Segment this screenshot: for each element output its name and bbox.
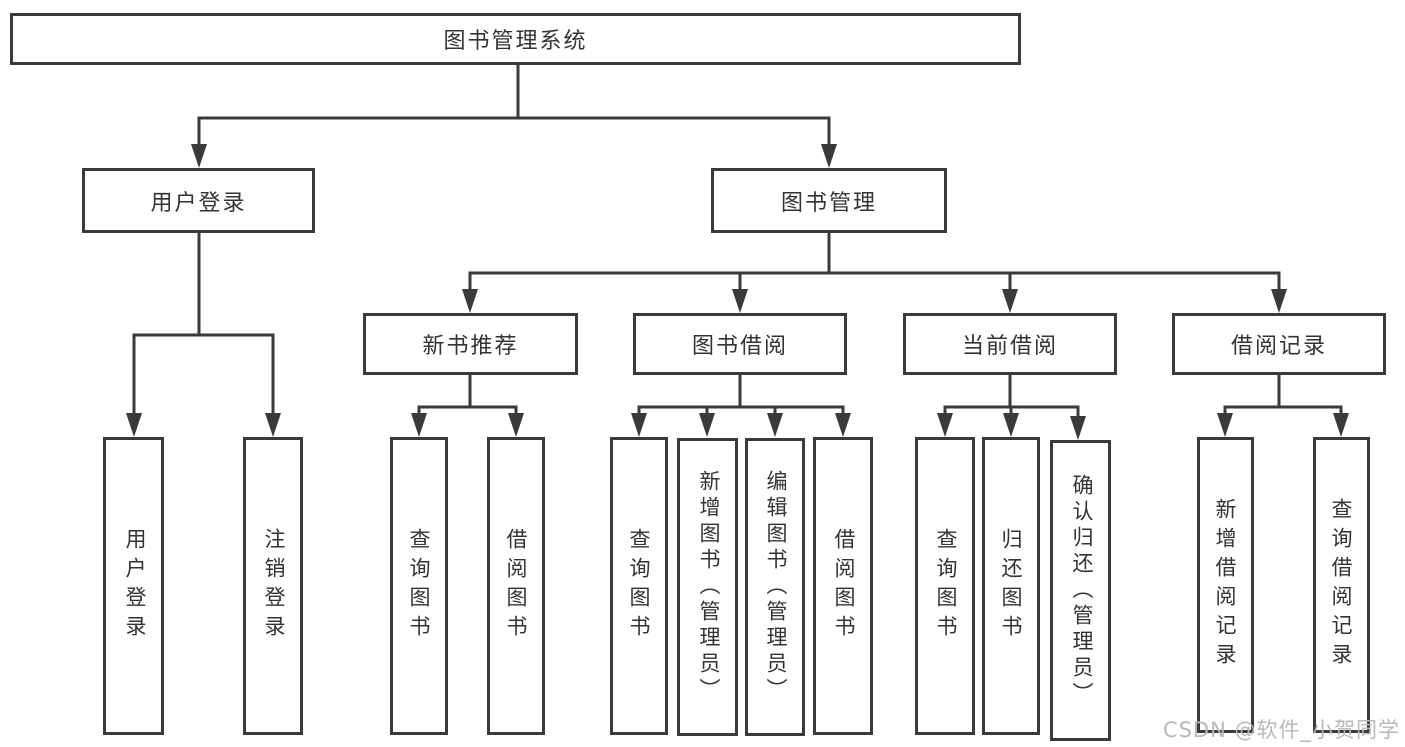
arrowhead-icon — [699, 413, 715, 437]
node-edit-book-admin: 编辑图书（管理员） — [745, 438, 805, 736]
node-current-borrow: 当前借阅 — [903, 313, 1117, 375]
node-borrow-book-2: 借阅图书 — [813, 437, 873, 735]
node-user-login-leaf: 用户登录 — [103, 437, 164, 735]
arrowhead-icon — [1271, 289, 1287, 313]
arrowhead-icon — [508, 413, 524, 437]
arrowhead-icon — [767, 413, 783, 437]
arrowhead-icon — [631, 413, 647, 437]
node-new-book-recommend: 新书推荐 — [363, 313, 578, 375]
watermark-text: CSDN @软件_小贺同学 — [1162, 718, 1400, 742]
node-add-book-admin: 新增图书（管理员） — [677, 438, 738, 736]
arrowhead-icon — [1333, 413, 1349, 437]
connector-stems — [197, 65, 1281, 407]
arrowhead-icon — [411, 413, 427, 437]
arrowhead-icon — [265, 413, 281, 437]
arrowhead-icon — [1217, 413, 1233, 437]
connector-arrows — [126, 118, 1349, 440]
node-return-book: 归还图书 — [982, 437, 1040, 735]
node-query-book-1: 查询图书 — [390, 437, 448, 735]
node-query-borrow-record: 查询借阅记录 — [1313, 437, 1370, 733]
node-book-borrow: 图书借阅 — [633, 313, 847, 375]
node-query-book-3: 查询图书 — [915, 437, 975, 735]
arrowhead-icon — [732, 289, 748, 313]
node-logout-leaf: 注销登录 — [243, 437, 303, 735]
arrowhead-icon — [835, 413, 851, 437]
node-book-management: 图书管理 — [711, 168, 947, 233]
node-borrow-book-1: 借阅图书 — [487, 437, 545, 735]
node-add-borrow-record: 新增借阅记录 — [1197, 437, 1254, 733]
arrowhead-icon — [1003, 413, 1019, 437]
arrowhead-icon — [126, 413, 142, 437]
arrowhead-icon — [191, 144, 207, 168]
node-user-login: 用户登录 — [82, 168, 315, 233]
node-root: 图书管理系统 — [10, 13, 1021, 65]
node-confirm-return-admin: 确认归还（管理员） — [1050, 440, 1111, 741]
arrowhead-icon — [937, 413, 953, 437]
arrowhead-icon — [1002, 289, 1018, 313]
node-query-book-2: 查询图书 — [610, 437, 668, 735]
arrowhead-icon — [462, 289, 478, 313]
arrowhead-icon — [821, 144, 837, 168]
arrowhead-icon — [1070, 416, 1086, 440]
node-borrow-records: 借阅记录 — [1172, 313, 1386, 375]
